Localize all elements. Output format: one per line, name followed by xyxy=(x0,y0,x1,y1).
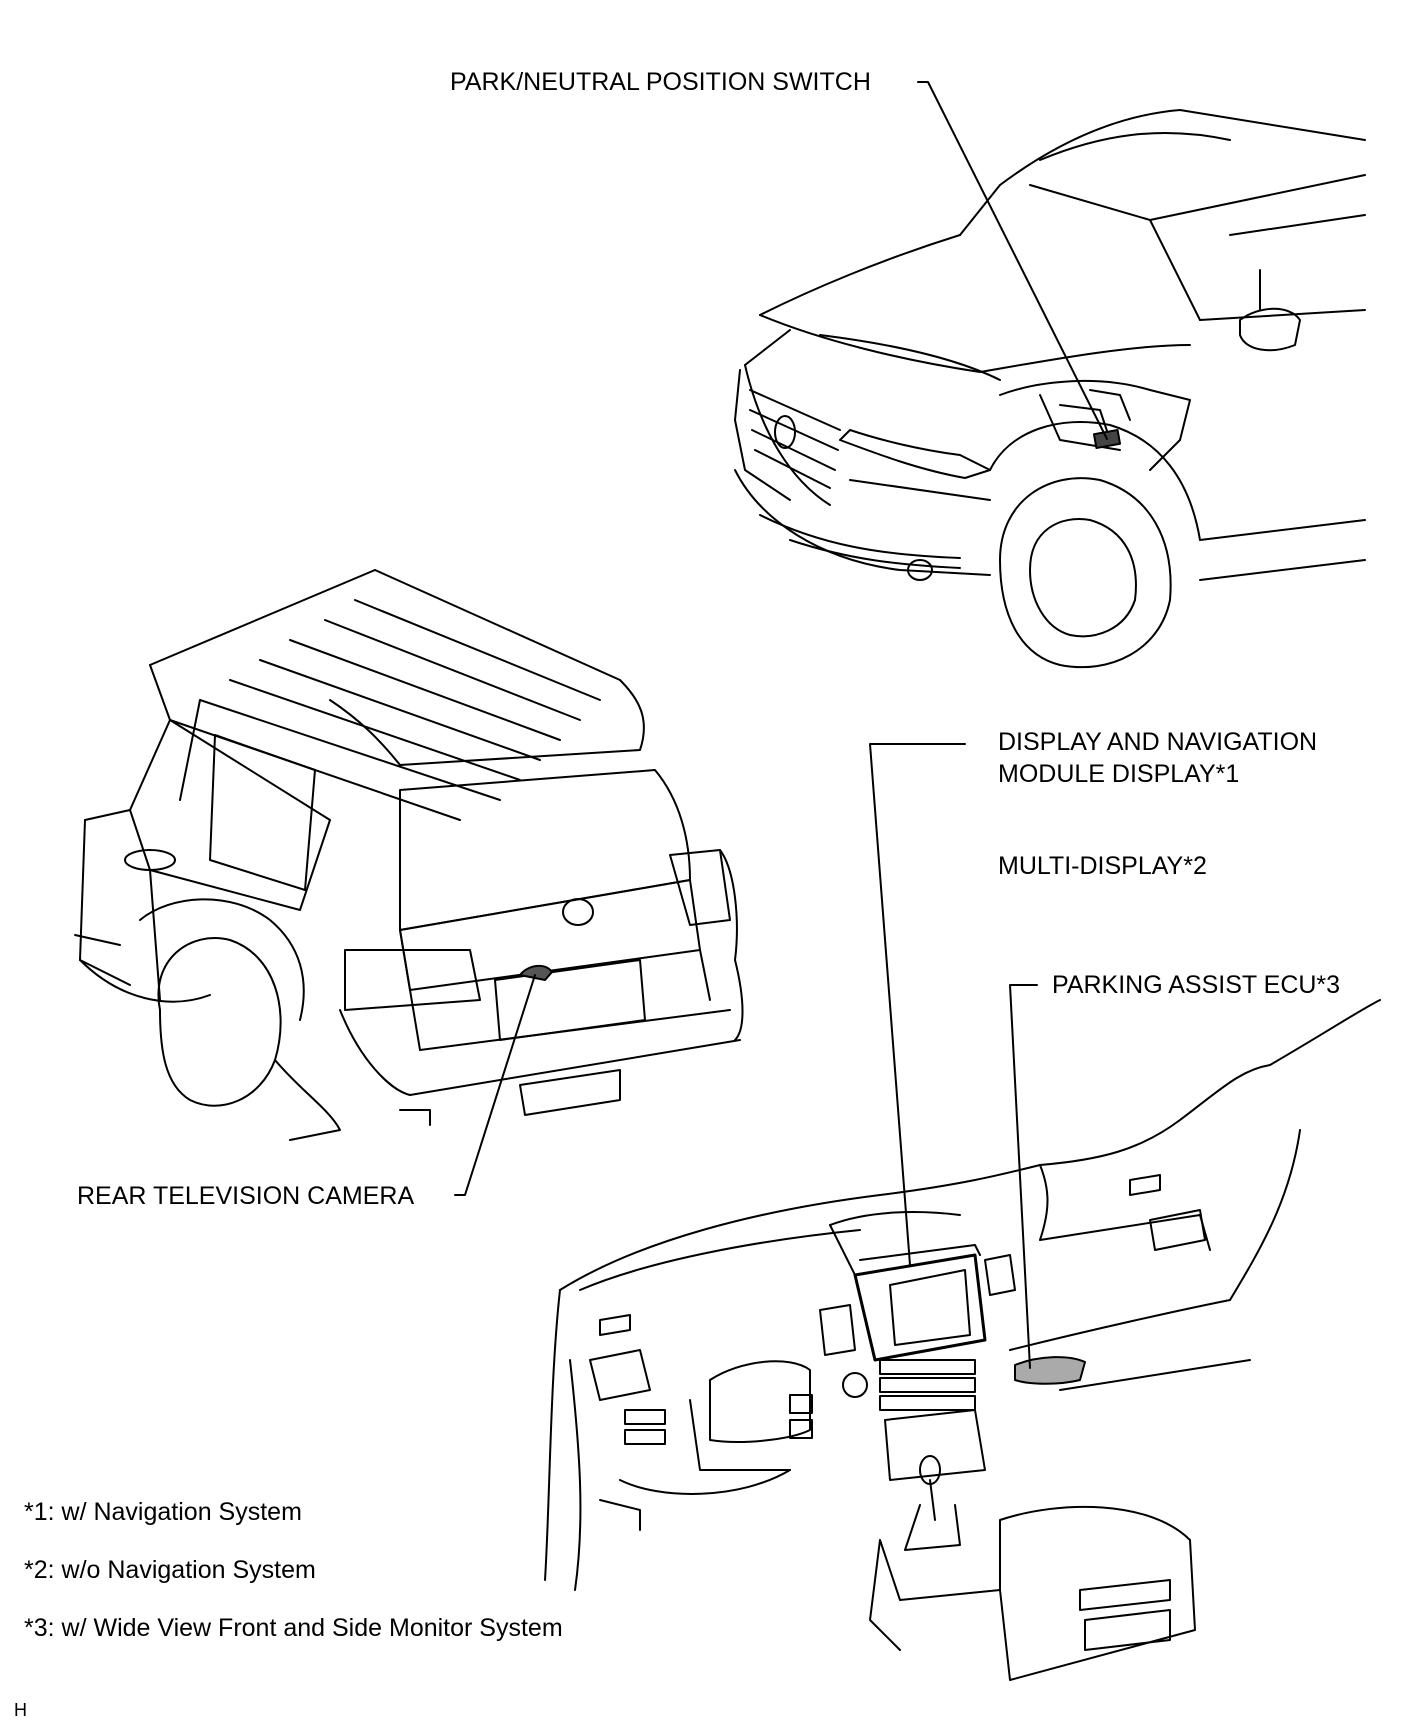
leader-parking-assist xyxy=(1009,984,1038,1369)
footnote-3: *3: w/ Wide View Front and Side Monitor … xyxy=(24,1614,563,1642)
rear-vehicle-drawing xyxy=(74,569,744,1141)
leader-lines xyxy=(454,81,1108,1369)
figure-id: H xyxy=(14,1700,27,1720)
footnote-2: *2: w/o Navigation System xyxy=(24,1556,316,1584)
label-display-navigation-line1: DISPLAY AND NAVIGATION xyxy=(998,728,1318,756)
label-parking-assist-ecu: PARKING ASSIST ECU*3 xyxy=(1052,971,1341,999)
label-rear-television-camera: REAR TELEVISION CAMERA xyxy=(77,1182,415,1210)
label-display-navigation-line2: MODULE DISPLAY*1 xyxy=(998,760,1240,788)
footnote-1: *1: w/ Navigation System xyxy=(24,1498,302,1526)
leader-display-nav xyxy=(869,743,966,1266)
label-multi-display: MULTI-DISPLAY*2 xyxy=(998,852,1207,880)
leader-rear-camera xyxy=(454,974,536,1196)
front-vehicle-drawing xyxy=(734,109,1366,669)
label-park-neutral-switch: PARK/NEUTRAL POSITION SWITCH xyxy=(450,68,871,96)
leader-park-neutral xyxy=(917,81,1108,440)
instrument-panel-drawing xyxy=(544,999,1381,1681)
